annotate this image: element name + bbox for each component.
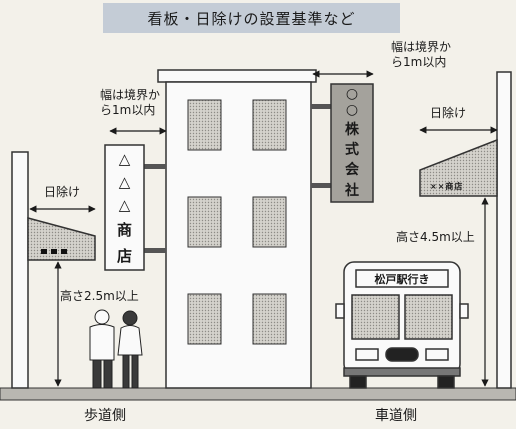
bus-window — [351, 294, 400, 340]
store-sign-char: 店 — [116, 246, 132, 265]
width-label-left: 幅は境界か ら1m以内 — [100, 88, 160, 118]
store-sign-char: 商 — [116, 220, 132, 239]
company-sign-bracket — [311, 183, 331, 188]
width-label-right: 幅は境界か ら1m以内 — [391, 40, 451, 70]
sidewalk-side-label: 歩道側 — [84, 408, 126, 424]
bus-grille — [385, 347, 419, 362]
window — [187, 293, 222, 345]
left-awning-dot — [61, 249, 67, 254]
window — [252, 99, 287, 151]
company-sign-text: ○ ○ 株 式 会 社 — [331, 86, 373, 200]
bus-mirror — [335, 303, 345, 319]
window — [187, 99, 222, 151]
store-sign — [104, 144, 145, 271]
bus-destination-board — [355, 269, 449, 288]
company-sign-char: 社 — [345, 182, 359, 199]
store-sign-bracket — [144, 164, 166, 169]
width-label-right-line: ら1m以内 — [391, 55, 447, 69]
store-sign-bracket — [144, 248, 166, 253]
roadway-side-label: 車道側 — [375, 408, 417, 424]
bus-light — [425, 348, 449, 361]
left-awning-dot — [51, 249, 57, 254]
bus-window — [404, 294, 453, 340]
building-roof — [157, 69, 317, 83]
company-sign-char: ○ — [345, 86, 359, 103]
company-sign-char: ○ — [345, 102, 359, 119]
bus-bumper — [343, 367, 461, 377]
left-wall — [11, 151, 29, 389]
bus — [335, 261, 469, 389]
store-sign-char: △ — [118, 149, 131, 168]
pedestrian-man — [89, 309, 115, 389]
store-sign-text: △ △ △ 商 店 — [105, 147, 144, 268]
window — [252, 293, 287, 345]
right-awning-text: ××商店 — [430, 182, 464, 191]
window — [187, 196, 222, 248]
diagram-title: 看板・日除けの設置基準など — [147, 9, 356, 28]
company-sign-char: 式 — [345, 142, 359, 159]
height-label-sidewalk: 高さ2.5m以上 — [60, 289, 139, 303]
company-sign-bracket — [311, 104, 331, 109]
store-sign-char: △ — [118, 172, 131, 191]
awning-label-right: 日除け — [430, 106, 467, 120]
building-windows — [187, 99, 287, 345]
awning-label-left: 日除け — [44, 185, 81, 199]
bus-mirror — [459, 303, 469, 319]
company-sign — [330, 83, 374, 203]
width-label-left-line: 幅は境界か — [100, 88, 161, 102]
store-sign-char: △ — [118, 195, 131, 214]
width-label-left-line: ら1m以内 — [100, 103, 156, 117]
height-label-roadway: 高さ4.5m以上 — [396, 230, 475, 244]
right-awning — [419, 138, 498, 197]
right-wall — [496, 71, 512, 389]
company-sign-char: 会 — [345, 162, 359, 179]
bus-wheel — [437, 375, 455, 389]
ground — [0, 387, 516, 401]
bus-light — [355, 348, 379, 361]
width-label-right-line: 幅は境界か — [391, 40, 452, 54]
company-sign-char: 株 — [345, 121, 359, 138]
bus-destination-text: 松戸駅行き — [374, 273, 430, 286]
pedestrian-woman — [117, 310, 143, 389]
window — [252, 196, 287, 248]
title-banner: 看板・日除けの設置基準など — [103, 3, 400, 33]
bus-wheel — [349, 375, 367, 389]
left-awning-dot — [41, 249, 47, 254]
